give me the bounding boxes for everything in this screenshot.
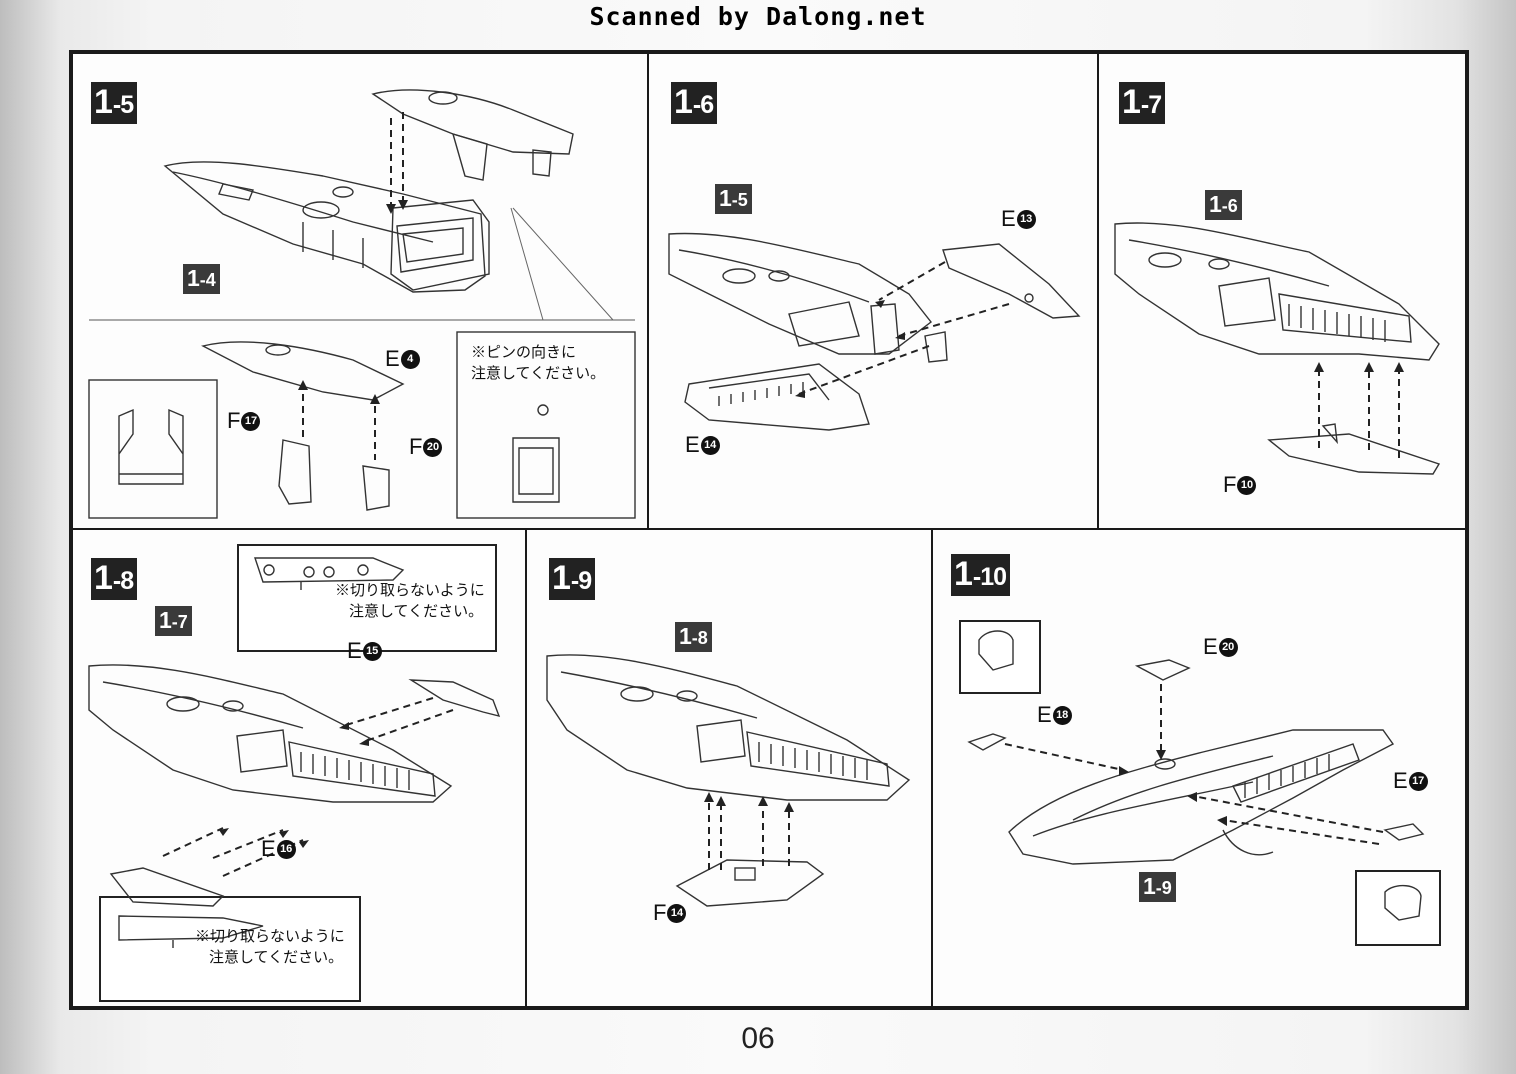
ref-badge-1-5: 1-5 xyxy=(715,184,752,214)
detail-callout-e18 xyxy=(959,620,1041,694)
ref-badge-1-6: 1-6 xyxy=(1205,190,1242,220)
ref-badge-1-4: 1-4 xyxy=(183,264,220,294)
instruction-sheet: 1-5 xyxy=(69,50,1469,1010)
cut-warning-callout-bottom xyxy=(99,896,361,1002)
cut-warning-callout-top xyxy=(237,544,497,652)
step-badge-1-8: 1-8 xyxy=(91,558,138,600)
ref-badge-1-8: 1-8 xyxy=(675,622,712,652)
step-badge-1-10: 1-10 xyxy=(951,554,1011,596)
step-badge-1-9: 1-9 xyxy=(549,558,596,600)
step-1-6-drawing xyxy=(668,232,1081,431)
step-1-9-drawing xyxy=(546,654,911,907)
step-1-5-drawing xyxy=(88,89,636,519)
step-badge-1-6: 1-6 xyxy=(671,82,718,124)
ref-badge-1-9: 1-9 xyxy=(1139,872,1176,902)
page-number: 06 xyxy=(741,1022,775,1055)
step-badge-1-7: 1-7 xyxy=(1119,82,1166,124)
cut-warning-note-bottom: ※切り取らないように注意してください。 xyxy=(195,928,345,966)
scan-credit: Scanned by Dalong.net xyxy=(589,2,927,31)
step-1-5-panel: 1-5 xyxy=(71,52,649,530)
step-badge-1-5: 1-5 xyxy=(91,82,138,124)
cut-warning-note-top: ※切り取らないように注意してください。 xyxy=(335,582,485,620)
detail-callout-e17 xyxy=(1355,870,1441,946)
step-1-10-drawing xyxy=(967,630,1425,921)
step-1-7-drawing xyxy=(1114,222,1441,475)
pin-orientation-note: ※ピンの向きに注意してください。 xyxy=(471,344,606,382)
ref-badge-1-7: 1-7 xyxy=(155,606,192,636)
step-1-8-panel: 1-8 xyxy=(71,528,527,1008)
